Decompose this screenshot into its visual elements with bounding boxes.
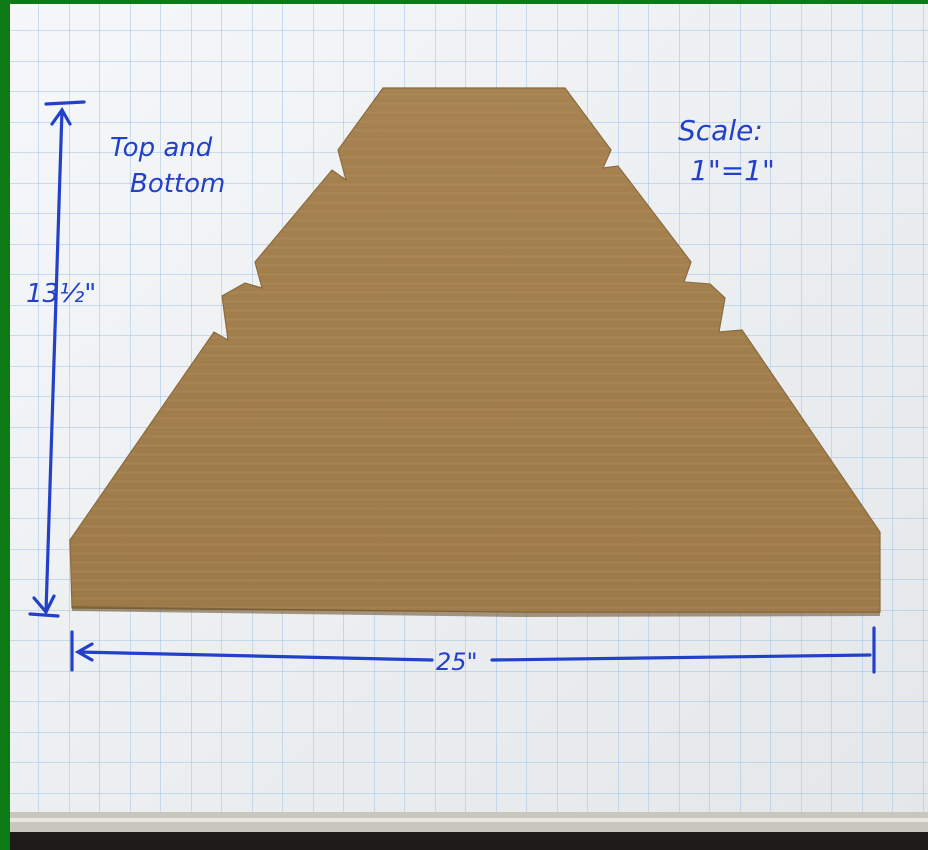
scale-line1: Scale: — [678, 114, 763, 147]
bottom-rail-shine — [10, 818, 928, 822]
scale-line2: 1"=1" — [690, 154, 775, 187]
height-dimension — [28, 100, 86, 618]
cardboard-piece — [69, 87, 881, 617]
width-dimension — [70, 626, 876, 674]
title-line1: Top and — [110, 133, 213, 163]
floor — [10, 832, 928, 850]
height-label: 13½" — [26, 279, 96, 309]
title-line2: Bottom — [130, 169, 225, 199]
width-label: 25" — [436, 648, 478, 676]
